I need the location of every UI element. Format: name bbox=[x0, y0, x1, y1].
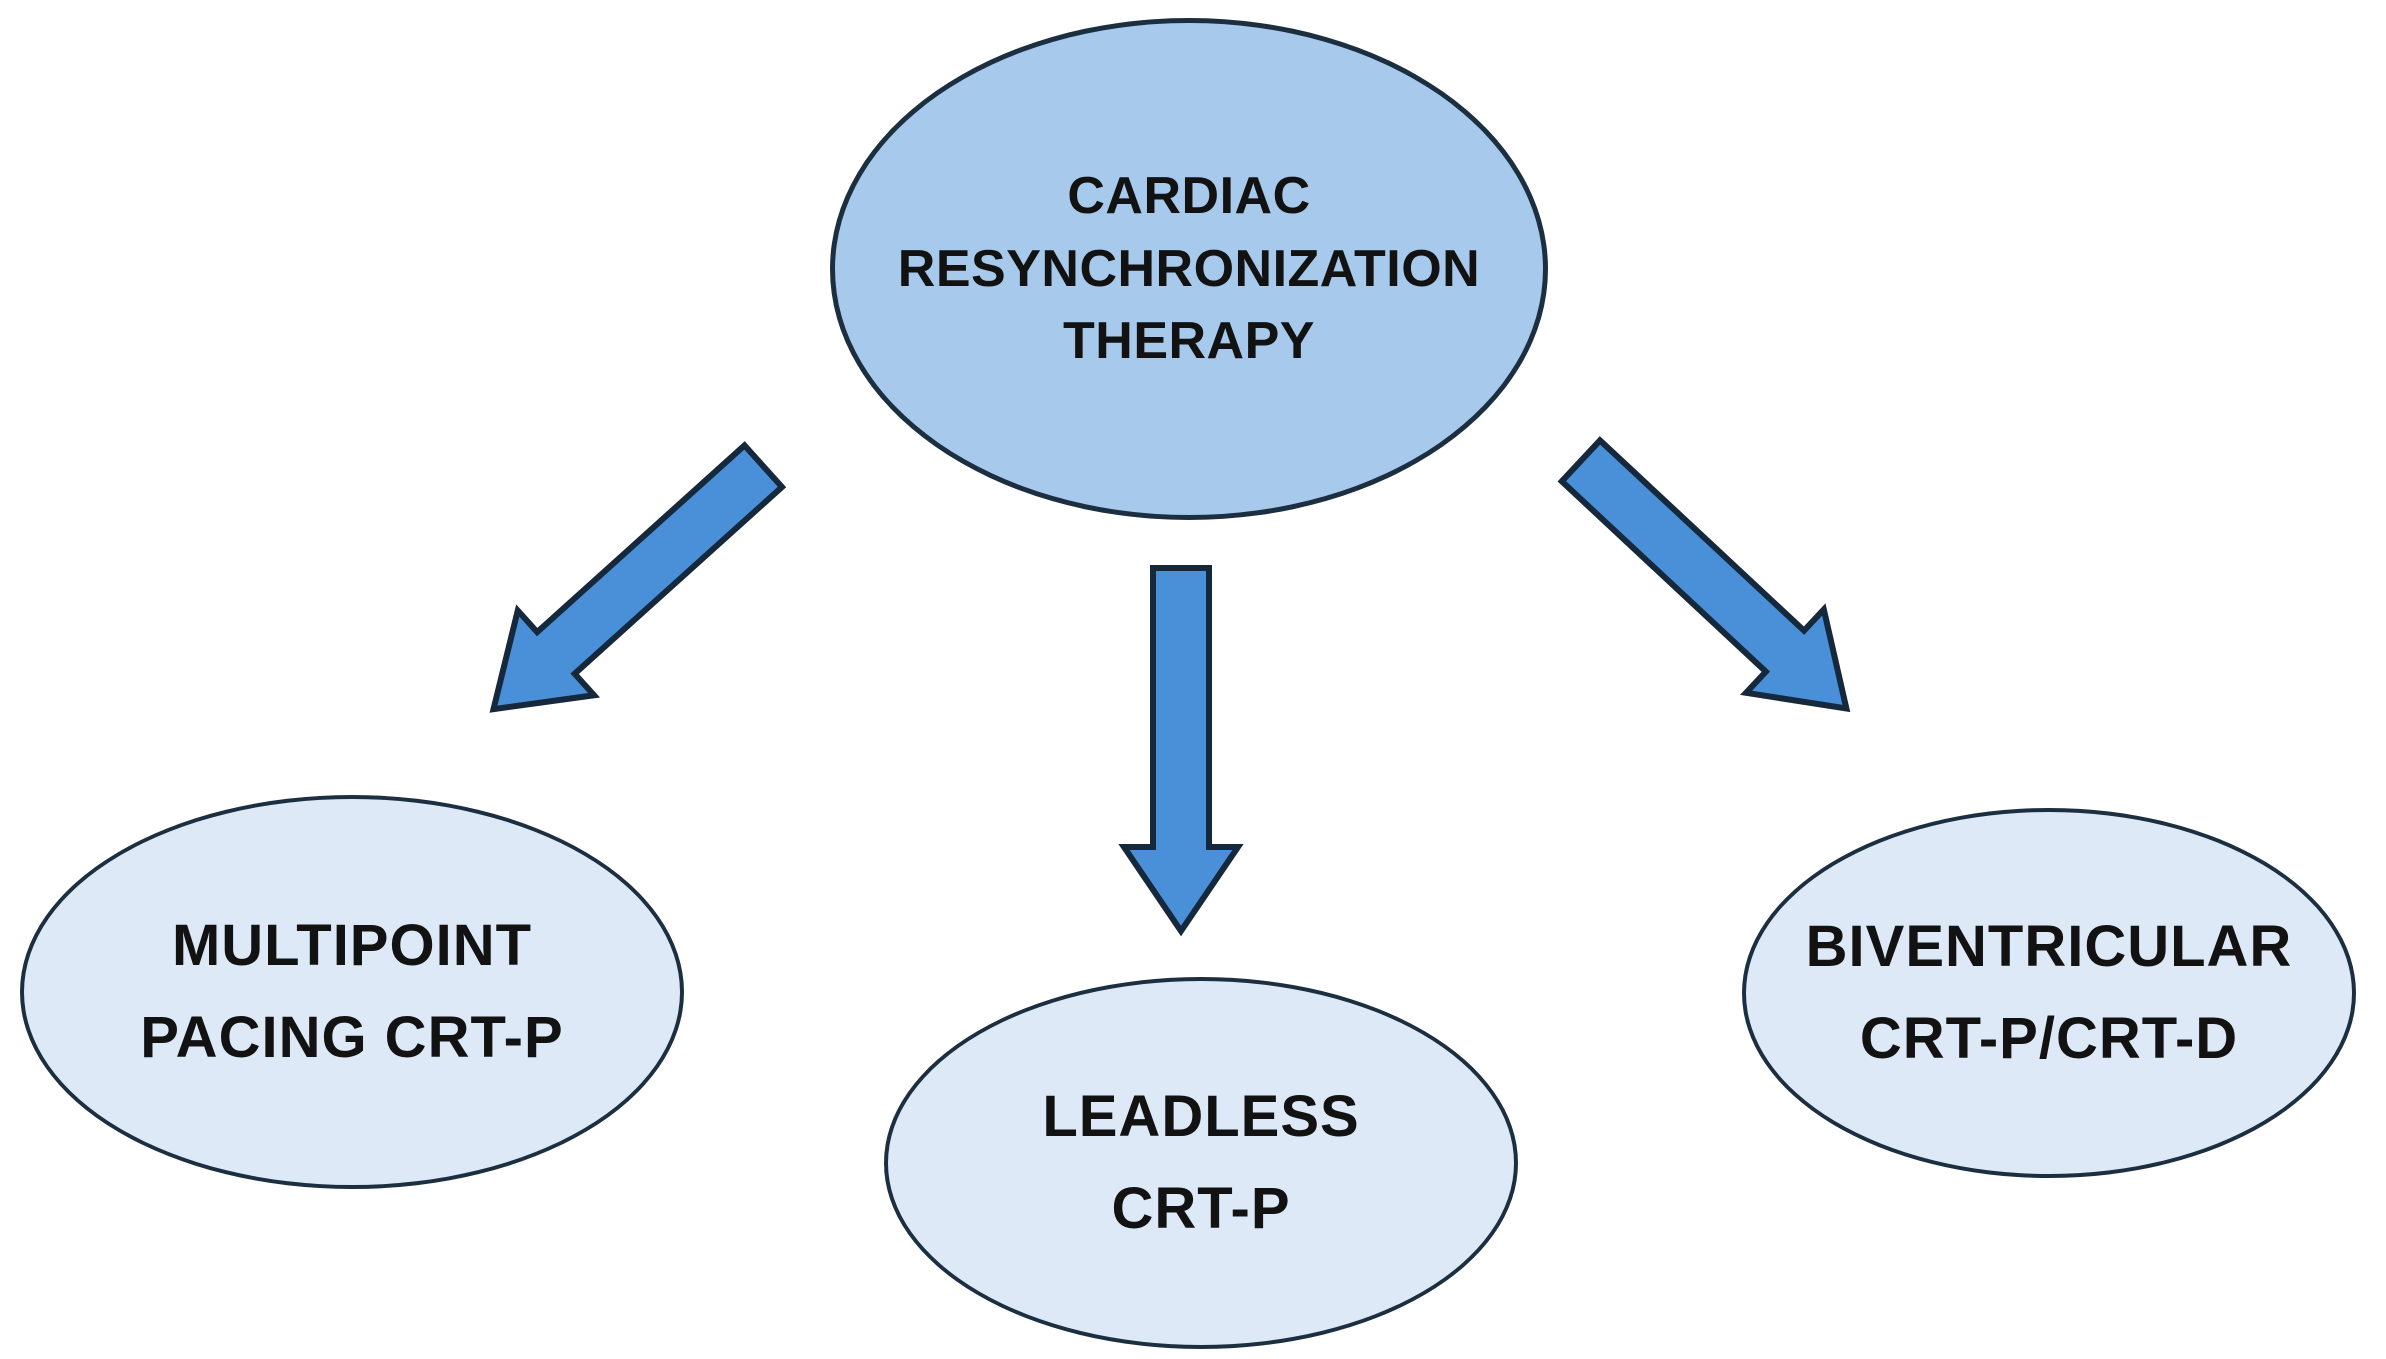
node-leadless-crt-p: LEADLESS CRT-P bbox=[884, 977, 1518, 1349]
node-multipoint-pacing-crt-p: MULTIPOINT PACING CRT-P bbox=[20, 795, 684, 1189]
connector-arrow-down-icon bbox=[1118, 565, 1244, 937]
node-biventricular-crt-p-crt-d: BIVENTRICULAR CRT-P/CRT-D bbox=[1742, 808, 2356, 1178]
node-leadless-crt-p-label: LEADLESS CRT-P bbox=[1042, 1084, 1360, 1241]
connector-arrow-down-left-icon bbox=[489, 441, 787, 713]
node-multipoint-pacing-crt-p-label: MULTIPOINT PACING CRT-P bbox=[140, 913, 564, 1070]
node-biventricular-crt-p-crt-d-label: BIVENTRICULAR CRT-P/CRT-D bbox=[1805, 914, 2293, 1071]
node-cardiac-resynchronization-therapy-label: CARDIAC RESYNCHRONIZATION THERAPY bbox=[897, 166, 1481, 371]
connector-arrow-down-right-icon bbox=[1557, 436, 1851, 713]
node-cardiac-resynchronization-therapy: CARDIAC RESYNCHRONIZATION THERAPY bbox=[830, 18, 1548, 520]
